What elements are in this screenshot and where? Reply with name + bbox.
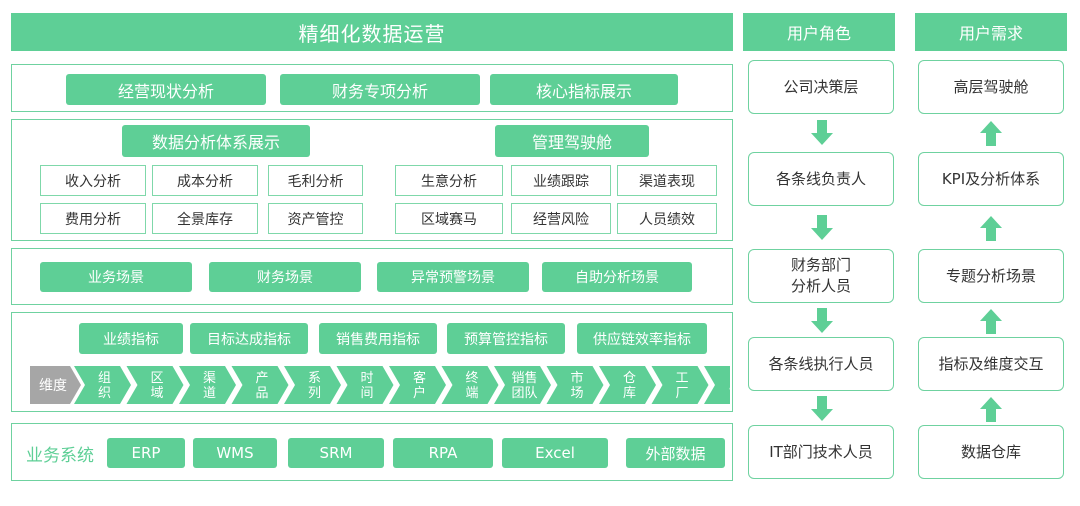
dimension-label: 维度	[39, 378, 67, 394]
role-box: 公司决策层	[748, 60, 894, 114]
dimension-item: 渠道	[203, 371, 216, 401]
dimension-item: 组织	[98, 371, 111, 401]
role-box: IT部门技术人员	[748, 425, 894, 479]
dimension-label-chevron	[30, 366, 81, 404]
section-indicators-dimensions: 业绩指标 目标达成指标 销售费用指标 预算管控指标 供应链效率指标 维度 组织 区域…	[11, 312, 733, 412]
analysis-cell: 资产管控	[268, 203, 363, 234]
dimension-chevron	[74, 366, 131, 404]
role-box: 各条线负责人	[748, 152, 894, 206]
dimension-chevron	[494, 366, 551, 404]
need-box: 指标及维度交互	[918, 337, 1064, 391]
scene-pill: 财务场景	[209, 262, 361, 292]
dimension-item: 终端	[465, 370, 478, 401]
needs-title: 用户需求	[915, 13, 1067, 51]
dimension-chevron	[179, 366, 236, 404]
dimension-item: 产品	[255, 371, 268, 401]
need-box: 专题分析场景	[918, 249, 1064, 303]
arrow-up-icon	[980, 397, 1002, 422]
system-pill: Excel	[502, 438, 608, 468]
cockpit-cell: 人员绩效	[617, 203, 717, 234]
dimension-chevron	[231, 366, 289, 404]
section-analysis-cockpit: 数据分析体系展示 管理驾驶舱 收入分析 成本分析 毛利分析 费用分析 全景库存 …	[11, 119, 733, 241]
arrow-down-icon	[811, 396, 833, 421]
scene-pill: 业务场景	[40, 262, 192, 292]
scene-pill: 自助分析场景	[542, 262, 692, 292]
section-business-systems: 业务系统 ERP WMS SRM RPA Excel 外部数据	[11, 423, 733, 481]
dimension-item: 工厂	[675, 371, 688, 401]
indicator-pill: 预算管控指标	[447, 323, 565, 354]
cockpit-cell: 渠道表现	[617, 165, 717, 196]
cockpit-cell: 经营风险	[511, 203, 611, 234]
cockpit-title: 管理驾驶舱	[495, 125, 649, 157]
dimension-chevron	[546, 366, 604, 404]
arrow-down-icon	[811, 308, 833, 333]
analysis-system-title: 数据分析体系展示	[122, 125, 310, 157]
indicator-pill: 销售费用指标	[319, 323, 437, 354]
system-pill: 外部数据	[626, 438, 725, 468]
analysis-cell: 毛利分析	[268, 165, 363, 196]
system-pill: RPA	[393, 438, 493, 468]
dimension-item: 系列	[308, 371, 321, 401]
arrow-up-icon	[980, 216, 1002, 241]
arrow-up-icon	[980, 309, 1002, 334]
cockpit-cell: 生意分析	[395, 165, 503, 196]
need-box: 数据仓库	[918, 425, 1064, 479]
business-systems-label: 业务系统	[26, 445, 94, 466]
dimension-chevron	[389, 366, 446, 404]
pill-analysis-2: 财务专项分析	[280, 74, 480, 105]
system-pill: ERP	[107, 438, 185, 468]
role-box: 各条线执行人员	[748, 337, 894, 391]
indicator-pill: 目标达成指标	[190, 323, 308, 354]
scene-pill: 异常预警场景	[377, 262, 529, 292]
dimension-item: 销售团队	[511, 370, 537, 401]
dimension-item: 客户	[413, 370, 426, 401]
need-box: 高层驾驶舱	[918, 60, 1064, 114]
dimension-chevron	[441, 366, 499, 404]
analysis-cell: 费用分析	[40, 203, 146, 234]
dimension-chevron	[284, 366, 341, 404]
dimension-item: 时间	[360, 371, 373, 401]
need-box: KPI及分析体系	[918, 152, 1064, 206]
dimension-chevron	[336, 366, 394, 404]
pill-analysis-3: 核心指标展示	[490, 74, 678, 105]
arrow-down-icon	[811, 215, 833, 240]
analysis-cell: 成本分析	[152, 165, 258, 196]
pill-analysis-1: 经营现状分析	[66, 74, 266, 105]
roles-title: 用户角色	[743, 13, 895, 51]
arrow-up-icon	[980, 121, 1002, 146]
dimension-chevron	[704, 366, 730, 404]
system-pill: WMS	[193, 438, 277, 468]
section-analysis-types: 经营现状分析 财务专项分析 核心指标展示	[11, 64, 733, 112]
system-pill: SRM	[288, 438, 384, 468]
dimension-item: ...	[728, 379, 730, 394]
dimension-chevron	[651, 366, 709, 404]
indicator-pill: 供应链效率指标	[577, 323, 707, 354]
analysis-cell: 全景库存	[152, 203, 258, 234]
section-scenes: 业务场景 财务场景 异常预警场景 自助分析场景	[11, 248, 733, 305]
arrow-down-icon	[811, 120, 833, 145]
main-title: 精细化数据运营	[11, 13, 733, 51]
analysis-cell: 收入分析	[40, 165, 146, 196]
dimension-item: 仓库	[623, 371, 636, 401]
cockpit-cell: 业绩跟踪	[511, 165, 611, 196]
cockpit-cell: 区域赛马	[395, 203, 503, 234]
dimension-item: 区域	[150, 371, 163, 401]
dimension-chevrons: 维度 组织 区域 渠道 产品 系列 时间 客户 终端 销售团队 市场 仓库 工厂...	[30, 366, 730, 404]
dimension-item: 市场	[570, 370, 583, 401]
dimension-chevron	[126, 366, 184, 404]
dimension-chevron	[599, 366, 656, 404]
indicator-pill: 业绩指标	[79, 323, 183, 354]
role-box: 财务部门 分析人员	[748, 249, 894, 303]
